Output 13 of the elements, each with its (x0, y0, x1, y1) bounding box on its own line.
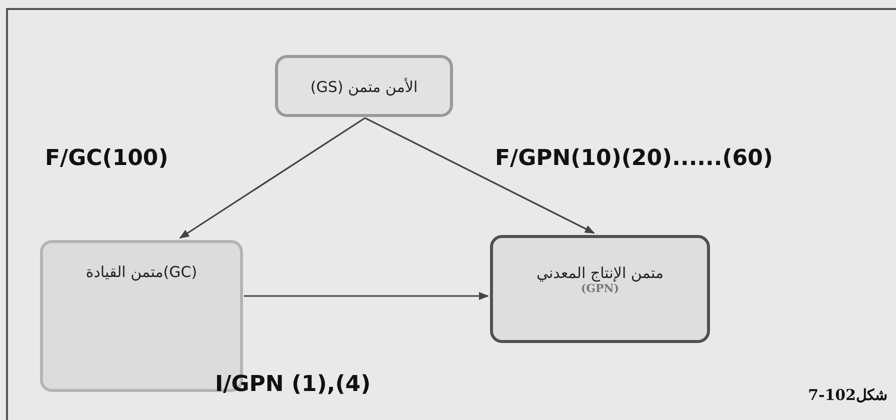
box-label: متمن الإنتاج المعدني (536, 264, 664, 282)
arrow (179, 117, 366, 239)
arrow (364, 117, 595, 234)
box-label: (GC)متمن القيادة (86, 263, 198, 281)
arrow (244, 292, 489, 300)
rounded-box (490, 235, 710, 343)
rounded-box (275, 55, 453, 117)
edge-label: I/GPN (1),(4) (215, 372, 371, 397)
abbreviation-label: (GPN) (580, 282, 620, 295)
edge-label: F/GC(100) (45, 146, 168, 171)
box-label: الأمن متمن (GS) (310, 78, 418, 96)
edge-label: F/GPN(10)(20)......(60) (495, 146, 773, 171)
figure-caption: شكل102-7 (808, 386, 888, 404)
